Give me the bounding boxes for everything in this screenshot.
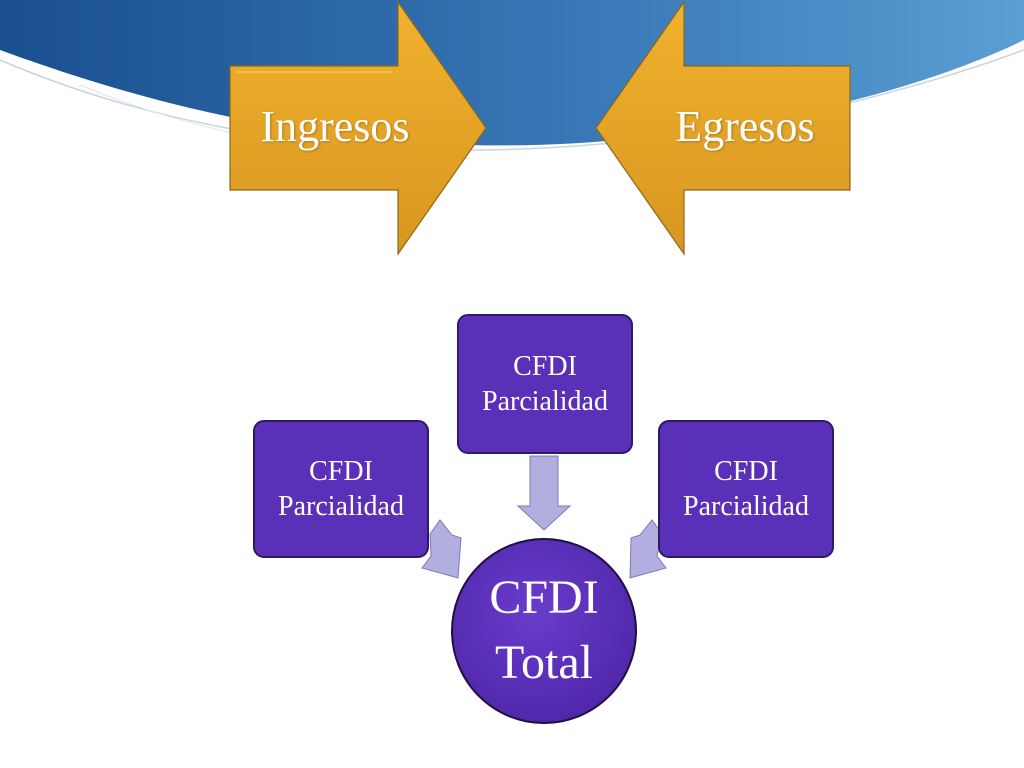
connector-left-arrow	[421, 519, 462, 579]
node-left-box	[253, 420, 429, 558]
egresos-label: Egresos	[675, 101, 815, 151]
center-label: CFDI Total	[489, 571, 599, 689]
ingresos-label: Ingresos	[260, 101, 410, 151]
node-left-label: CFDI Parcialidad	[278, 456, 404, 522]
node-top-box	[457, 314, 633, 454]
node-right-label: CFDI Parcialidad	[683, 456, 809, 522]
connector-right-arrow	[629, 519, 667, 579]
arrow-egresos-shape	[595, 0, 851, 256]
center-circle	[451, 538, 637, 724]
node-top-label: CFDI Parcialidad	[482, 351, 608, 417]
node-right-box	[658, 420, 834, 558]
connector-top-arrow	[516, 455, 572, 531]
arrow-ingresos-shape	[229, 0, 487, 256]
